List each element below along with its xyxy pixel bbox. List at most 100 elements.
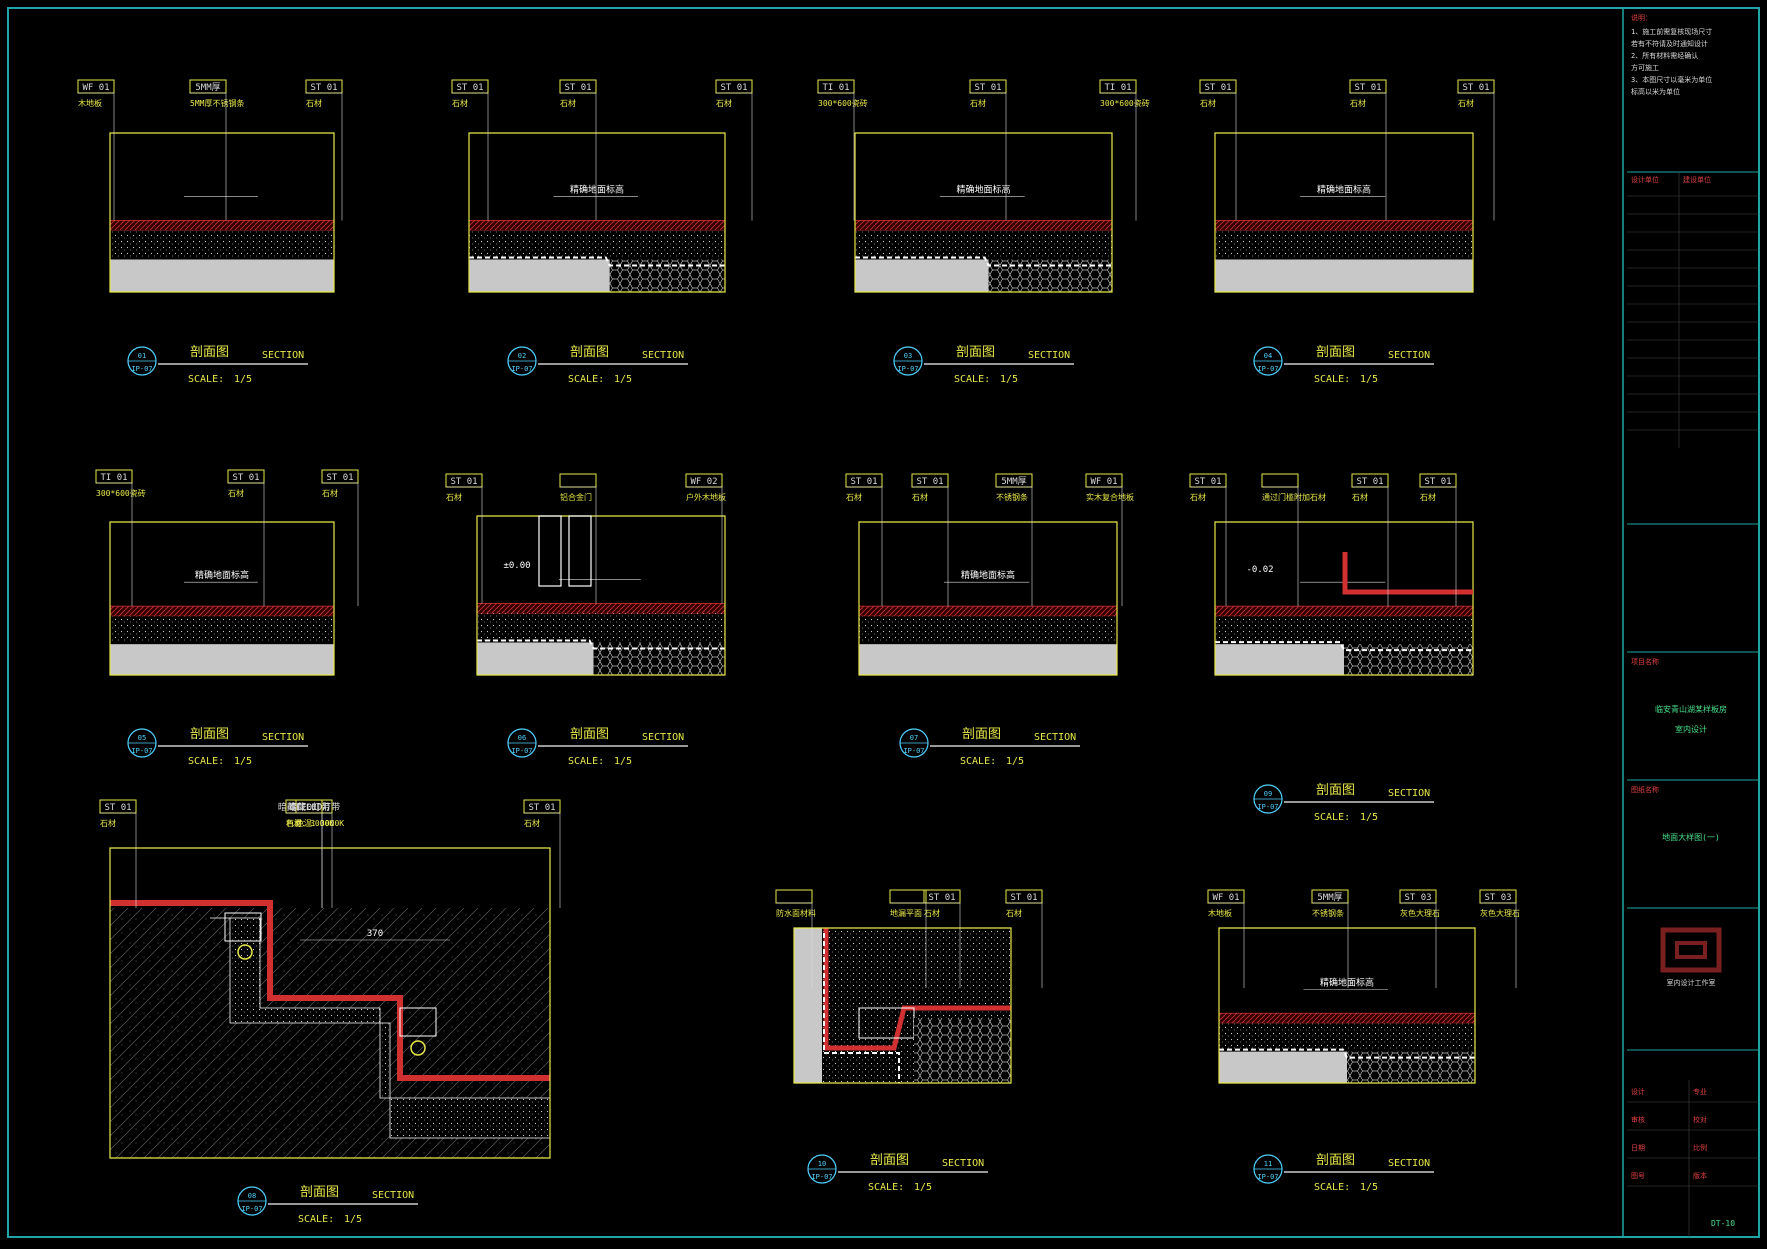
concrete-slab xyxy=(1219,1051,1347,1083)
section-frame xyxy=(476,515,726,676)
mortar-layer xyxy=(1219,1023,1475,1050)
gravel-fill xyxy=(593,642,725,675)
scale-value: 1/5 xyxy=(1360,1182,1378,1193)
scale-label: SCALE: xyxy=(1314,1182,1350,1193)
tag-text: 石材 xyxy=(1006,908,1022,918)
tag-code: ST 01 xyxy=(456,83,483,93)
stone-layer xyxy=(1218,1012,1476,1024)
material-tag: ST 01 石材 xyxy=(99,799,137,908)
scale-label: SCALE: xyxy=(954,374,990,385)
detail-number: 04 xyxy=(1264,352,1272,360)
leader-line xyxy=(100,812,137,908)
tag-code: ST 01 xyxy=(974,83,1001,93)
tag-code: ST 01 xyxy=(104,803,131,813)
note-text: 精确地面标高 xyxy=(1320,976,1374,988)
detail-09: -0.02ST 01石材通过门槛附加石材ST 01石材ST 01石材09IP-0… xyxy=(1189,473,1474,823)
detail-title: 剖面图 xyxy=(570,727,609,742)
tag-code: ST 01 xyxy=(1204,83,1231,93)
tag-code: ST 01 xyxy=(450,477,477,487)
material-tag: ST 01 石材 xyxy=(1189,473,1227,607)
drawing-name: 地面大样图(一) xyxy=(1662,832,1720,842)
tb-row-label: 日期 xyxy=(1631,1144,1645,1152)
leader-line xyxy=(1262,486,1299,607)
tag-text: 灰色大理石 xyxy=(1480,908,1520,918)
tb-row-label: 图号 xyxy=(1631,1172,1645,1180)
section-frame xyxy=(468,132,726,293)
tag-text: 石材 xyxy=(846,492,862,502)
tag-code: ST 01 xyxy=(720,83,747,93)
leader-line xyxy=(1100,92,1137,221)
scale-label: SCALE: xyxy=(868,1182,904,1193)
tag-text: 石材 xyxy=(306,98,322,108)
title-block: 说明：1、施工前需复核现场尺寸若有不符请及时通知设计2、所有材料需经确认方可施工… xyxy=(1627,13,1759,1237)
note-line: 2、所有材料需经确认 xyxy=(1631,51,1698,60)
waterproof-line xyxy=(823,933,900,1083)
waterproof-line xyxy=(1219,1048,1475,1059)
leader-line xyxy=(560,92,597,221)
notes-label: 说明： xyxy=(1631,13,1652,22)
door-frame xyxy=(568,515,592,587)
scale-value: 1/5 xyxy=(614,756,632,767)
tag-code: ST 03 xyxy=(1404,893,1431,903)
tag-text: 石材 xyxy=(716,98,732,108)
note-line: 标高以米为单位 xyxy=(1631,87,1680,96)
tag-code: ST 01 xyxy=(1010,893,1037,903)
leader-line xyxy=(190,92,227,221)
gravel-fill xyxy=(1347,1051,1475,1083)
tag-text: 不锈钢条 xyxy=(1312,908,1344,918)
leader-line xyxy=(524,812,561,908)
detail-number: 03 xyxy=(904,352,912,360)
leader-line xyxy=(1190,486,1227,607)
material-tag: ST 03 灰色大理石 xyxy=(1479,889,1520,988)
detail-ref: IP-07 xyxy=(241,1205,262,1213)
scale-value: 1/5 xyxy=(1360,374,1378,385)
detail-section: SECTION xyxy=(1388,1158,1430,1169)
tag-text: 石材 xyxy=(100,818,116,828)
leader-line xyxy=(452,92,489,221)
tag-text: 防水面材料 xyxy=(776,908,816,918)
concrete-slab xyxy=(1215,644,1344,675)
tag-code: ST 01 xyxy=(1354,83,1381,93)
tag-code: ST 01 xyxy=(1194,477,1221,487)
stone-layer xyxy=(468,220,726,231)
section-frame xyxy=(858,521,1118,676)
section-frame xyxy=(1214,132,1474,293)
tag-code: ST 03 xyxy=(1484,893,1511,903)
tag-box xyxy=(559,473,597,488)
tag-box xyxy=(775,889,813,904)
tag-text: 石材 xyxy=(924,908,940,918)
detail-title: 剖面图 xyxy=(190,727,229,742)
scale-value: 1/5 xyxy=(344,1214,362,1225)
detail-number: 07 xyxy=(910,734,918,742)
detail-number: 06 xyxy=(518,734,526,742)
tag-text: 石材 xyxy=(1200,98,1216,108)
tag-code: WF 02 xyxy=(690,477,717,487)
tag-code: ST 01 xyxy=(232,473,259,483)
detail-title: 剖面图 xyxy=(962,727,1001,742)
detail-section: SECTION xyxy=(1034,732,1076,743)
stone-finish xyxy=(823,928,1011,1051)
tag-text: 通过门槛附加石材 xyxy=(1262,492,1326,502)
gravel-fill xyxy=(914,1018,1011,1083)
tag-text: 石材 xyxy=(322,488,338,498)
tag-text: 石材 xyxy=(446,492,462,502)
tag-text: 石材 xyxy=(228,488,244,498)
tag-text: 石材 xyxy=(1190,492,1206,502)
detail-ref: IP-07 xyxy=(1257,803,1278,811)
logo-mark xyxy=(1660,927,1722,973)
leader-line xyxy=(924,902,961,988)
